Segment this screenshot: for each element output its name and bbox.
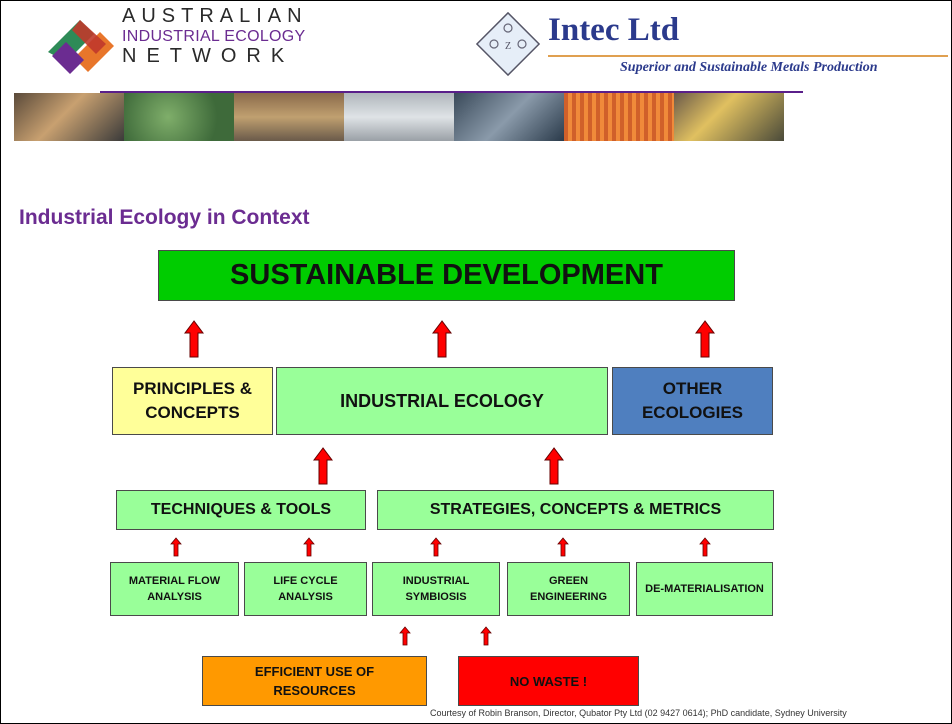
aien-line3: NETWORK — [122, 45, 295, 67]
box-green-engineering: GREEN ENGINEERING — [507, 562, 630, 616]
arrow-up-icon — [557, 537, 569, 557]
box-no-waste: NO WASTE ! — [458, 656, 639, 706]
slide-title: Industrial Ecology in Context — [19, 206, 310, 229]
svg-text:Z: Z — [505, 41, 511, 52]
arrow-up-icon — [695, 320, 715, 358]
arrow-up-icon — [480, 626, 492, 646]
box-industrial-symbiosis: INDUSTRIAL SYMBIOSIS — [372, 562, 500, 616]
box-strategies-concepts-metrics: STRATEGIES, CONCEPTS & METRICS — [377, 490, 774, 530]
intec-logo-icon: Z — [476, 12, 540, 77]
arrow-up-icon — [430, 537, 442, 557]
photo-workers — [14, 93, 124, 141]
box-material-flow-analysis: MATERIAL FLOW ANALYSIS — [110, 562, 239, 616]
aien-line2: INDUSTRIAL ECOLOGY — [122, 28, 306, 45]
intec-tagline: Superior and Sustainable Metals Producti… — [620, 60, 878, 75]
photo-plant — [234, 93, 344, 141]
arrow-up-icon — [170, 537, 182, 557]
intec-company-name: Intec Ltd — [548, 12, 680, 48]
box-sustainable-development: SUSTAINABLE DEVELOPMENT — [158, 250, 735, 301]
banner-line — [100, 91, 803, 93]
box-techniques-tools: TECHNIQUES & TOOLS — [116, 490, 366, 530]
photo-control-room — [454, 93, 564, 141]
arrow-up-icon — [313, 447, 333, 485]
box-life-cycle-analysis: LIFE CYCLE ANALYSIS — [244, 562, 367, 616]
box-principles-concepts: PRINCIPLES & CONCEPTS — [112, 367, 273, 435]
box-other-ecologies: OTHER ECOLOGIES — [612, 367, 773, 435]
photo-mineral — [124, 93, 234, 141]
arrow-up-icon — [303, 537, 315, 557]
intec-rule — [548, 55, 948, 57]
arrow-up-icon — [699, 537, 711, 557]
arrow-up-icon — [544, 447, 564, 485]
arrow-up-icon — [399, 626, 411, 646]
aien-logo-icon — [48, 20, 114, 74]
footer-credit: Courtesy of Robin Branson, Director, Qub… — [430, 708, 847, 718]
arrow-up-icon — [184, 320, 204, 358]
photo-strip — [14, 93, 784, 141]
photo-team — [674, 93, 784, 141]
box-dematerialisation: DE-MATERIALISATION — [636, 562, 773, 616]
aien-line1: AUSTRALIAN — [122, 5, 308, 27]
box-efficient-use-of-resources: EFFICIENT USE OF RESOURCES — [202, 656, 427, 706]
box-industrial-ecology: INDUSTRIAL ECOLOGY — [276, 367, 608, 435]
photo-copper — [564, 93, 674, 141]
photo-ingots — [344, 93, 454, 141]
arrow-up-icon — [432, 320, 452, 358]
